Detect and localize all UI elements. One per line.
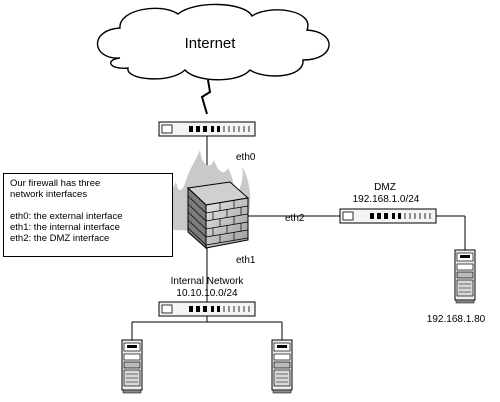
dmz-switch	[339, 208, 437, 224]
wan-link	[200, 79, 212, 115]
note-line-5: eth2: the DMZ interface	[10, 233, 110, 244]
firewall-note: Our firewall has three network interface…	[3, 173, 173, 257]
dmz-title: DMZ	[374, 182, 396, 193]
note-line-4: eth1: the internal interface	[10, 222, 120, 233]
note-line-1: Our firewall has three	[10, 178, 101, 189]
firewall-icon	[186, 181, 250, 250]
internal-switch	[158, 301, 256, 317]
dmz-server	[454, 249, 476, 304]
internal-subnet: 10.10.10.0/24	[176, 288, 238, 299]
dmz-subnet: 192.168.1.0/24	[353, 194, 420, 205]
internet-cloud	[96, 3, 330, 81]
edge-router	[158, 121, 256, 137]
internet-label: Internet	[185, 35, 237, 52]
dmz-host-ip: 192.168.1.80	[427, 314, 486, 325]
note-spacer	[10, 200, 166, 211]
eth0-label: eth0	[236, 152, 256, 163]
note-line-2: network interfaces	[10, 189, 88, 200]
internal-host-1	[121, 339, 143, 394]
internal-host-2	[271, 339, 293, 394]
internal-title: Internal Network	[171, 276, 245, 287]
note-line-3: eth0: the external interface	[10, 211, 123, 222]
eth1-label: eth1	[236, 255, 256, 266]
eth2-label: eth2	[285, 213, 305, 224]
